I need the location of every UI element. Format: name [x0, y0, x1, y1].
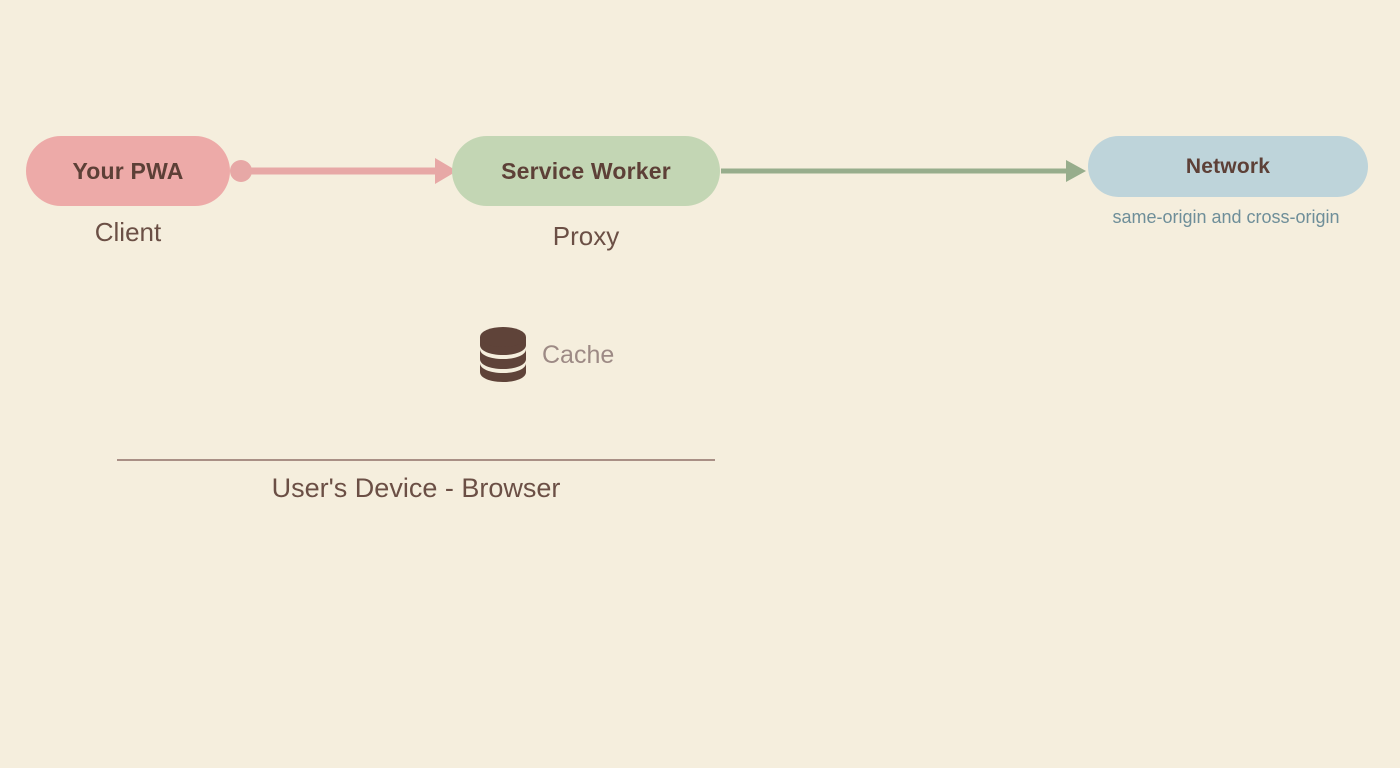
connector-arrowhead-icon — [1066, 160, 1086, 182]
cache-group[interactable]: Cache — [478, 325, 614, 385]
node-network[interactable]: Network — [1088, 136, 1368, 197]
device-boundary-label: User's Device - Browser — [271, 473, 561, 503]
node-network-sublabel: same-origin and cross-origin — [1112, 207, 1340, 227]
node-network-label: Network — [1185, 154, 1271, 178]
node-your-pwa-label: Your PWA — [72, 157, 184, 184]
cache-label: Cache — [542, 340, 615, 369]
connector-service-worker-to-network — [721, 160, 1086, 182]
database-icon — [480, 327, 526, 382]
node-service-worker[interactable]: Service Worker — [452, 136, 720, 206]
node-your-pwa-sublabel: Client — [94, 217, 162, 247]
device-boundary-divider — [117, 459, 715, 461]
node-service-worker-label: Service Worker — [501, 157, 671, 184]
node-your-pwa[interactable]: Your PWA — [26, 136, 230, 206]
connector-start-dot — [230, 160, 252, 182]
connector-pwa-to-service-worker — [230, 158, 457, 184]
node-service-worker-sublabel: Proxy — [552, 221, 620, 251]
